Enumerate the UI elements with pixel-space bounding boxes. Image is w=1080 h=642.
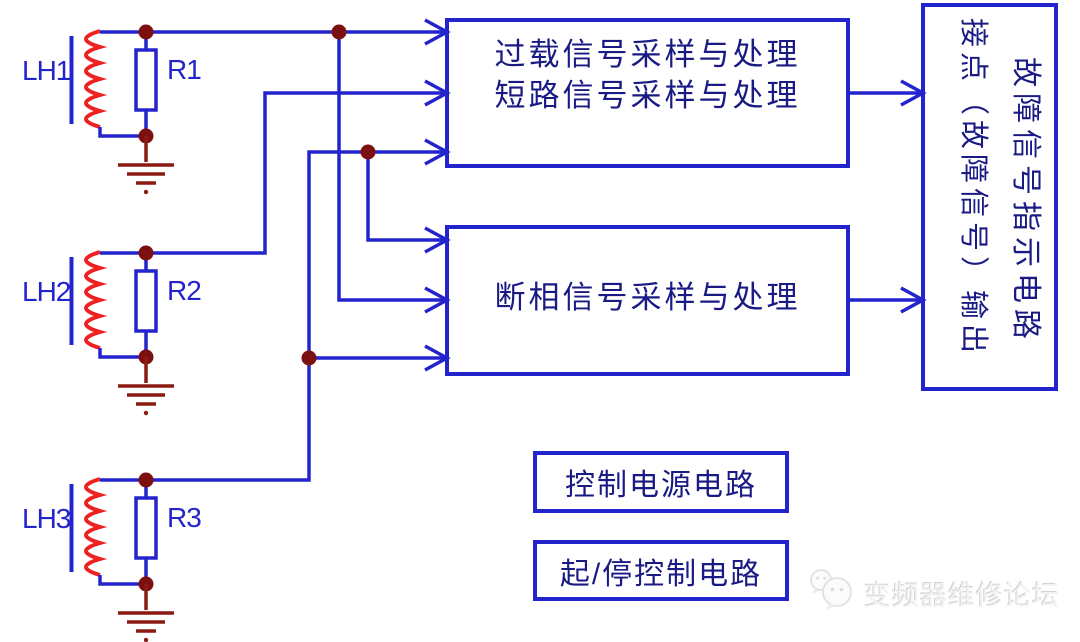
label-lh2: LH2	[22, 276, 71, 307]
resistor-symbol	[134, 269, 158, 333]
arrowhead-icon	[424, 138, 451, 166]
wire-lh3-branch1-to-phaseloss	[366, 152, 445, 242]
overload-shortcircuit-block: 过载信号采样与处理 短路信号采样与处理	[445, 18, 850, 168]
arrowhead-icon	[900, 79, 927, 107]
wire-lh2-to-overload	[146, 91, 445, 255]
junction-dot	[138, 128, 154, 144]
arrowhead-icon	[424, 79, 451, 107]
arrowhead-icon	[424, 286, 451, 314]
junction-dot	[301, 350, 317, 366]
ct-unit-lh3	[69, 472, 174, 642]
fault-block-outer-text: 故障信号指示电路	[1009, 57, 1042, 345]
label-lh1: LH1	[22, 55, 71, 86]
ground-symbol	[118, 584, 174, 642]
fault-block-inner-text: 接点（故障信号）输出	[957, 18, 989, 359]
overload-line: 过载信号采样与处理	[494, 37, 801, 72]
coil-bottom-wire	[98, 127, 146, 138]
chat-bubbles-icon	[810, 569, 852, 610]
junction-dot	[138, 24, 154, 40]
control-power-block: 控制电源电路	[533, 451, 789, 513]
label-r2: R2	[167, 275, 202, 306]
junction-dot	[138, 245, 154, 261]
label-r3: R3	[167, 502, 202, 533]
arrowhead-icon	[424, 226, 451, 254]
ct-unit-lh1	[69, 24, 174, 195]
label-r1: R1	[167, 54, 202, 85]
fault-indication-block	[921, 3, 1058, 391]
ground-symbol	[118, 136, 174, 195]
phase-loss-block: 断相信号采样与处理	[445, 225, 850, 376]
resistor-symbol	[134, 48, 158, 112]
watermark-text: 变频器维修论坛	[864, 581, 1060, 611]
junction-dot	[360, 144, 376, 160]
label-lh3: LH3	[22, 503, 71, 534]
start-stop-line: 起/停控制电路	[559, 557, 763, 591]
shortcircuit-line: 短路信号采样与处理	[494, 78, 801, 113]
arrowhead-icon	[424, 18, 451, 46]
watermark: 变频器维修论坛	[806, 566, 1060, 616]
coil-icon	[84, 477, 108, 577]
junction-dots	[301, 24, 376, 366]
junction-dot	[138, 576, 154, 592]
phase-loss-line: 断相信号采样与处理	[494, 280, 801, 315]
control-power-line: 控制电源电路	[565, 469, 757, 502]
wire-lh3-to-overload	[146, 150, 445, 482]
arrowhead-icon	[424, 344, 451, 372]
wire-lh1-branch-to-phaseloss	[337, 32, 445, 302]
junction-dot	[138, 472, 154, 488]
coil-bottom-wire	[98, 348, 146, 359]
ct-unit-lh2	[69, 245, 174, 416]
resistor-symbol	[134, 496, 158, 560]
coil-icon	[84, 29, 108, 129]
coil-icon	[84, 250, 108, 350]
junction-dot	[331, 24, 347, 40]
coil-bottom-wire	[98, 575, 146, 586]
start-stop-block: 起/停控制电路	[533, 540, 789, 601]
arrowhead-icon	[900, 286, 927, 314]
junction-dot	[138, 349, 154, 365]
ground-symbol	[118, 357, 174, 416]
